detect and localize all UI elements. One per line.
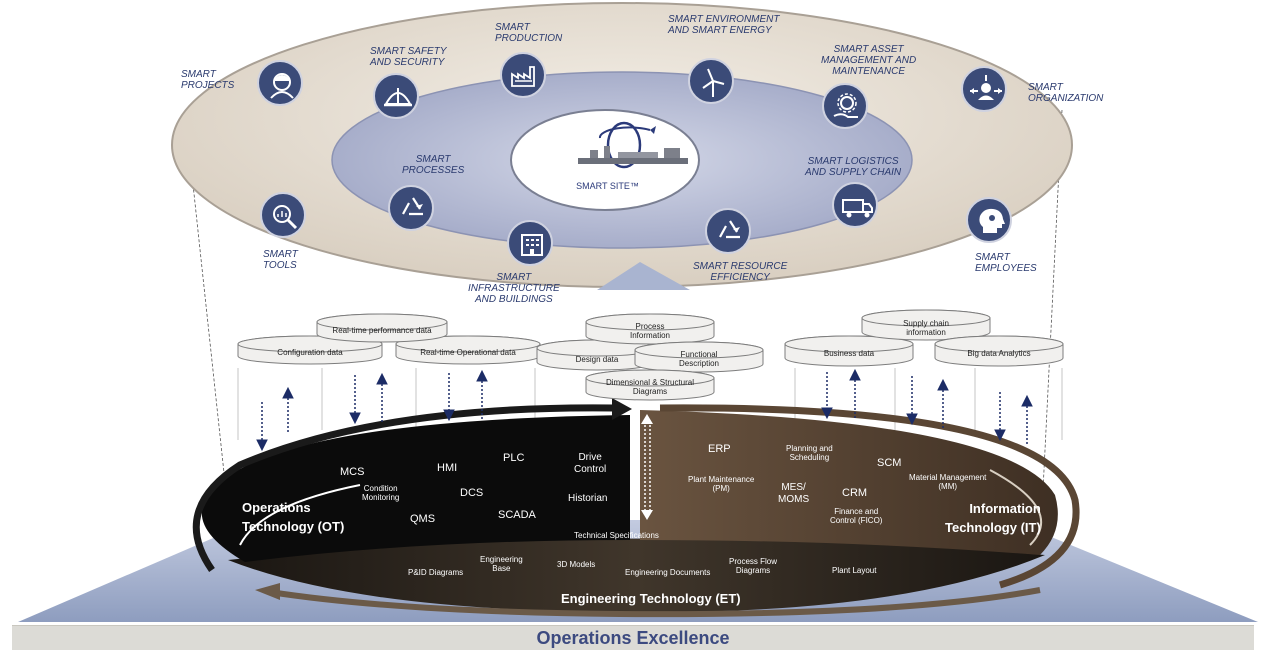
it-scm: SCM [877, 457, 902, 469]
db-functional-description: Functional Description [678, 350, 719, 368]
it-erp: ERP [708, 443, 731, 455]
db-big-data: Big data Analytics [967, 349, 1031, 358]
it-crm: CRM [842, 487, 868, 499]
label-smart-employees: SMART EMPLOYEES [975, 252, 1037, 274]
ot-dcs: DCS [460, 487, 484, 499]
operations-excellence-label: Operations Excellence [536, 628, 730, 648]
et-plant-layout: Plant Layout [832, 566, 877, 575]
db-supply-chain: Supply chain information [903, 319, 949, 337]
factory-icon [500, 52, 546, 98]
white-inner-swirl-right [989, 469, 1042, 546]
it-shape [640, 410, 1058, 555]
it-plant-maintenance: Plant Maintenance (PM) [688, 475, 755, 493]
et-technical-specs: Technical Specifications [574, 531, 659, 540]
worker-helmet-icon [257, 60, 303, 106]
center-arrow-up [641, 414, 653, 424]
db-dimensional: Dimensional & Structural Diagrams [605, 378, 695, 396]
et-sweep-arrow [269, 587, 1041, 618]
recycle-icon [705, 208, 751, 254]
center-arrow-down [641, 510, 653, 520]
et-engineering-base: Engineering Base [480, 555, 523, 573]
head-brain-icon [966, 197, 1012, 243]
db-realtime-operational: Real-time Operational data [420, 348, 516, 357]
label-smart-resource: SMART RESOURCE EFFICIENCY [693, 261, 788, 283]
et-arrow-head [255, 583, 280, 600]
label-smart-environment: SMART ENVIRONMENT AND SMART ENERGY [668, 14, 780, 36]
wind-turbine-icon [688, 58, 734, 104]
db-configuration: Configuration data [277, 348, 343, 357]
ot-mcs: MCS [340, 466, 365, 478]
label-smart-tools: SMART TOOLS [263, 249, 298, 271]
magnifier-chart-icon [260, 192, 306, 238]
ot-scada: SCADA [498, 509, 536, 521]
smart-site-illustration [578, 121, 688, 169]
et-pid: P&ID Diagrams [408, 568, 464, 577]
ot-drive-control: Drive Control [574, 452, 607, 475]
operations-excellence-bar: Operations Excellence [12, 625, 1254, 650]
label-smart-projects: SMART PROJECTS [181, 69, 235, 91]
db-realtime-performance: Real-time performance data [332, 326, 432, 335]
ot-condition-monitoring: Condition Monitoring [362, 484, 400, 502]
label-smart-infrastructure: SMART INFRASTRUCTURE AND BUILDINGS [468, 272, 560, 305]
database-cylinders [237, 309, 1064, 401]
pointer-triangle [597, 262, 690, 290]
it-fico: Finance and Control (FICO) [830, 507, 883, 525]
building-icon [507, 220, 553, 266]
label-smart-production: SMART PRODUCTION [495, 22, 563, 44]
label-smart-logistics: SMART LOGISTICS AND SUPPLY CHAIN [805, 156, 902, 178]
et-shape [228, 538, 1045, 613]
db-business-data: Business data [823, 349, 875, 358]
recycle-icon [388, 185, 434, 231]
et-engineering-documents: Engineering Documents [625, 568, 711, 577]
it-mes: MES/ MOMS [778, 482, 810, 505]
label-smart-site: SMART SITE™ [576, 181, 639, 191]
label-smart-asset: SMART ASSET MANAGEMENT AND MAINTENANCE [821, 44, 917, 77]
db-process-information: Process Information [629, 322, 671, 340]
ot-sweep-arrow [192, 404, 616, 573]
it-material-management: Material Management (MM) [909, 473, 987, 491]
ot-plc: PLC [503, 452, 525, 464]
ot-qms: QMS [410, 513, 436, 525]
et-3d-models: 3D Models [557, 560, 596, 569]
flow-arrows [256, 368, 1033, 452]
truck-icon [832, 182, 878, 228]
label-smart-processes: SMART PROCESSES [402, 154, 465, 176]
gear-hand-icon [822, 83, 868, 129]
white-inner-swirl [239, 484, 361, 546]
organization-arrows-icon [961, 66, 1007, 112]
ot-arrow-head [612, 398, 632, 420]
db-design-data: Design data [575, 355, 619, 364]
ot-shape [201, 415, 631, 562]
ot-historian: Historian [568, 493, 608, 504]
ot-title: Operations Technology (OT) [242, 500, 345, 534]
ot-hmi: HMI [437, 462, 458, 474]
it-title: Information Technology (IT) [945, 501, 1041, 535]
it-planning: Planning and Scheduling [786, 444, 833, 462]
hard-hat-icon [373, 73, 419, 119]
label-smart-safety: SMART SAFETY AND SECURITY [370, 46, 447, 68]
et-process-flow: Process Flow Diagrams [729, 557, 778, 575]
et-title: Engineering Technology (ET) [561, 591, 741, 606]
label-smart-organization: SMART ORGANIZATION [1028, 82, 1104, 104]
